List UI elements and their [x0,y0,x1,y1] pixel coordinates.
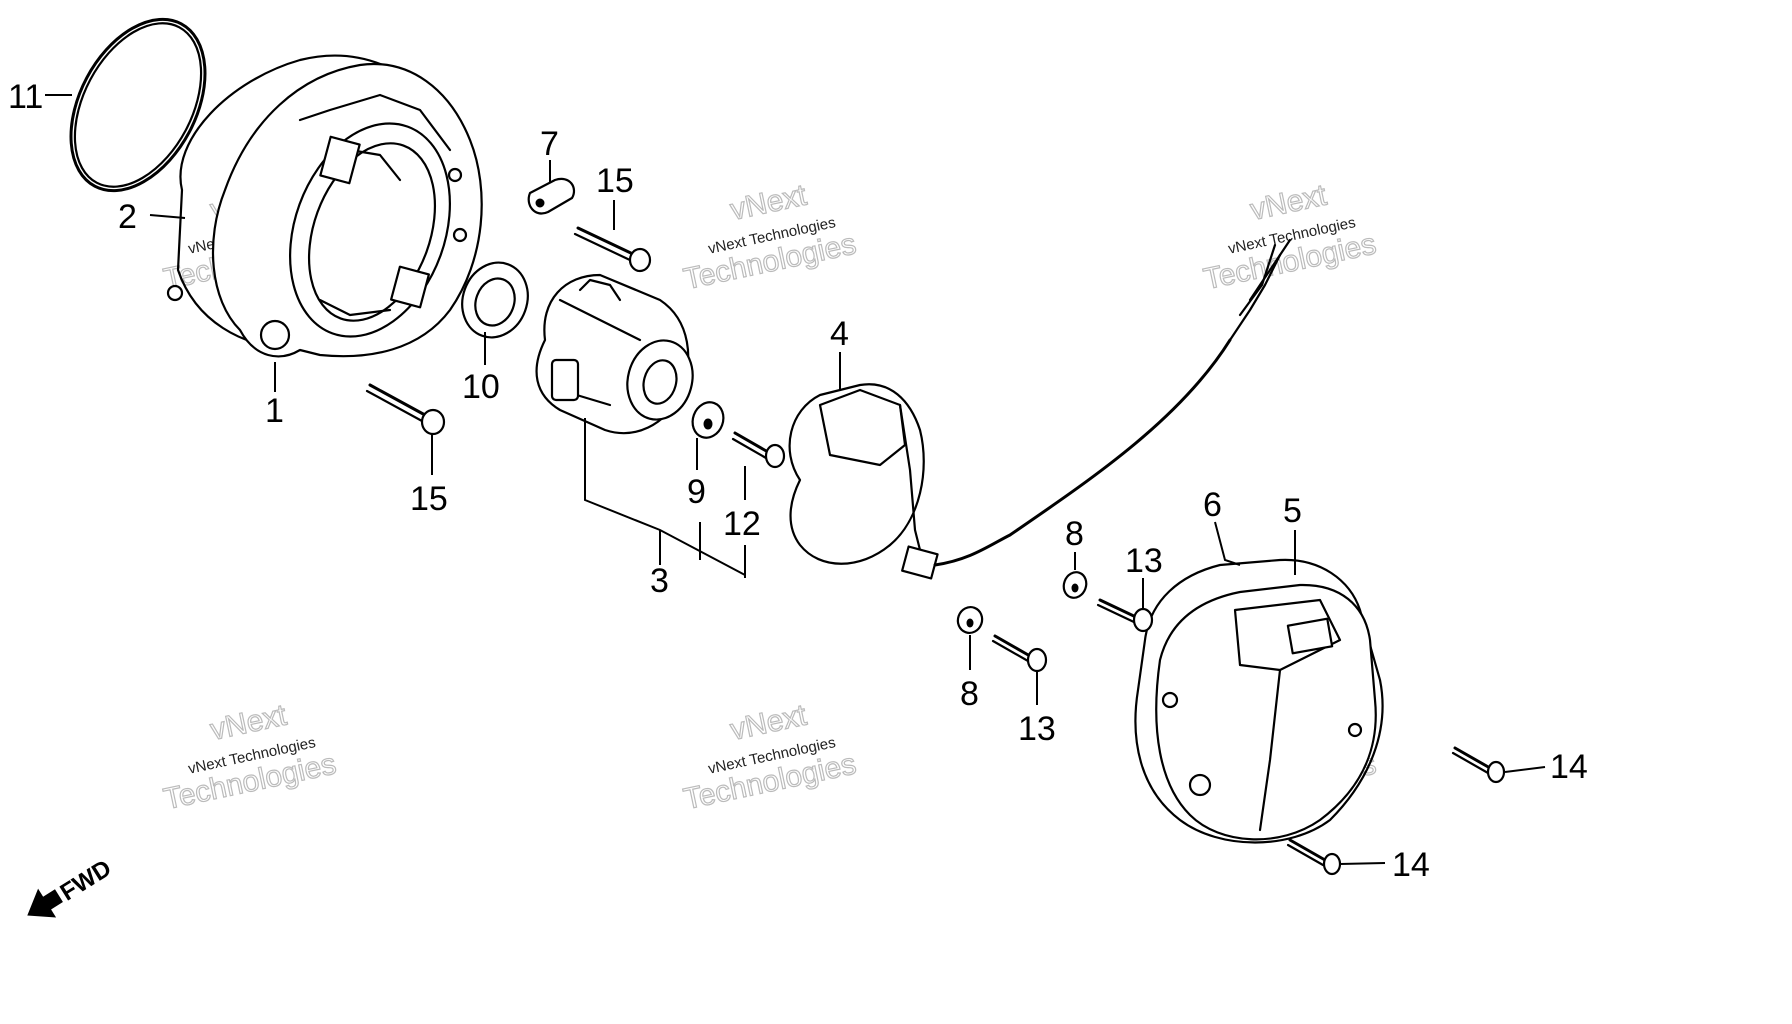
callout-15-lower: 15 [410,480,448,518]
callout-labels: 11 2 1 7 15 10 15 3 9 12 4 8 13 8 13 6 5… [8,78,1588,884]
part-1-housing [166,62,483,358]
watermark-bottom-left: vNext vNext Technologies Technologies [160,698,339,817]
watermark-top-center: vNext vNext Technologies Technologies [680,178,859,297]
fwd-direction-indicator: FWD [27,855,117,918]
leader-lines [45,94,1546,865]
callout-15-upper: 15 [596,162,634,200]
bolt-13-upper [1096,598,1154,633]
bolt-14-upper [1451,746,1506,784]
bolt-15-lower [365,383,446,436]
part-6-cover-gasket [1134,558,1384,844]
part-7-wire-clamp [527,177,576,215]
callout-7: 7 [540,125,559,163]
callout-1: 1 [265,392,284,430]
part-4-pulse-generator [788,383,939,580]
callout-12: 12 [723,505,761,543]
part-5-cover [1155,583,1377,841]
washer-8-lower [956,606,984,634]
watermark-brand-short: vNext [727,179,810,227]
watermark-brand-short: vNext [207,699,290,747]
callout-5: 5 [1283,492,1302,530]
washer-8-upper [1062,571,1088,599]
callout-14-upper: 14 [1550,748,1588,786]
callout-6: 6 [1203,486,1222,524]
fwd-label: FWD [56,855,117,907]
fwd-arrow-icon [27,888,63,918]
wire-harness [933,238,1292,567]
part-9-washer [691,401,725,439]
bolt-15-upper [573,226,652,273]
bolt-13-lower [991,634,1048,673]
watermark-brand-short: vNext [727,699,810,747]
callout-11: 11 [8,78,43,116]
part-11-o-ring [69,17,207,193]
callout-8-lower: 8 [960,675,979,713]
watermark-top-right: vNext vNext Technologies Technologies [1200,178,1379,297]
callout-9: 9 [687,473,706,511]
callout-2: 2 [118,198,137,236]
callout-13-lower: 13 [1018,710,1056,748]
bolt-12 [731,431,786,469]
watermark-bottom-center: vNext vNext Technologies Technologies [680,698,859,817]
callout-14-lower: 14 [1392,846,1430,884]
callout-10: 10 [462,368,500,406]
watermark-brand-short: vNext [1247,179,1330,227]
callout-3: 3 [650,562,669,600]
part-10-oil-seal [461,261,529,339]
callout-13-upper: 13 [1125,542,1163,580]
callout-4: 4 [830,315,849,353]
callout-8-upper: 8 [1065,515,1084,553]
part-3-stator [535,273,694,435]
bolt-14-lower [1286,838,1342,876]
